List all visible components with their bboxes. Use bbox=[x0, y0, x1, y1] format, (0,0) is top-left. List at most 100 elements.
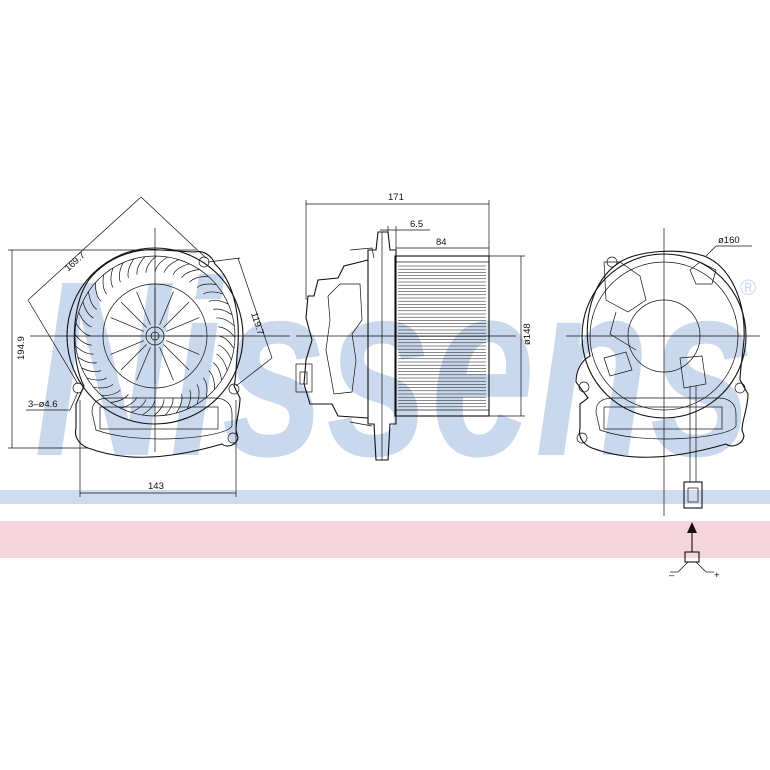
rear-motor-detail bbox=[603, 311, 637, 377]
rear-mount-bracket-right bbox=[689, 261, 717, 285]
front-blade bbox=[127, 258, 135, 278]
front-spoke bbox=[110, 340, 145, 355]
front-blade bbox=[208, 299, 229, 305]
dim-label-160: ø160 bbox=[718, 235, 740, 246]
front-blade bbox=[118, 262, 124, 283]
front-mount-hole-bottom bbox=[227, 432, 239, 444]
front-blade bbox=[81, 367, 102, 373]
front-spoke bbox=[136, 291, 151, 326]
front-blade bbox=[175, 394, 183, 414]
side-flange bbox=[367, 231, 397, 461]
dim-ext-119-7-a bbox=[207, 257, 241, 263]
dim-label-6-5: 6.5 bbox=[410, 219, 423, 230]
watermark-pink-band bbox=[0, 521, 770, 558]
side-motor-detail bbox=[325, 283, 363, 395]
front-blade bbox=[212, 362, 222, 381]
connector-pin-right bbox=[695, 561, 707, 573]
dim-leader-160 bbox=[705, 245, 717, 257]
rear-connector-block bbox=[679, 355, 707, 389]
front-blades bbox=[74, 255, 236, 417]
dim-label-holes: 3–ø4.6 bbox=[28, 399, 58, 410]
front-blade bbox=[213, 308, 233, 316]
front-spoke bbox=[136, 346, 151, 381]
front-blade bbox=[216, 353, 228, 371]
connector-plus-label: + bbox=[714, 570, 720, 581]
leader-holes-tip bbox=[69, 391, 79, 411]
rear-mount-hole-left bbox=[578, 381, 590, 393]
front-spoke bbox=[163, 344, 190, 371]
connector-arrow-head bbox=[687, 522, 697, 533]
side-connector bbox=[295, 363, 313, 393]
front-blade bbox=[75, 345, 94, 355]
front-spoke bbox=[165, 317, 200, 332]
front-blade bbox=[95, 282, 102, 302]
dim-line-119-7 bbox=[237, 257, 273, 359]
front-spoke bbox=[159, 291, 174, 326]
front-blade bbox=[196, 384, 200, 405]
front-blade bbox=[208, 370, 215, 390]
front-label-plate bbox=[99, 406, 219, 430]
front-blade bbox=[77, 356, 97, 364]
front-blade bbox=[136, 256, 146, 275]
front-blade bbox=[186, 389, 192, 410]
front-mount-hole-left bbox=[72, 382, 84, 394]
connector-body bbox=[684, 551, 700, 563]
front-blade bbox=[120, 397, 138, 409]
front-blade bbox=[88, 291, 98, 310]
front-blade bbox=[203, 377, 208, 398]
front-blade bbox=[189, 276, 209, 283]
front-blade bbox=[86, 377, 107, 381]
front-blade bbox=[110, 267, 114, 288]
front-blade bbox=[163, 259, 180, 273]
front-blade bbox=[93, 384, 114, 389]
dim-label-171: 171 bbox=[388, 192, 404, 203]
front-blade bbox=[82, 301, 94, 319]
connector-pin-left bbox=[677, 561, 689, 573]
front-blade bbox=[203, 291, 224, 295]
front-blade bbox=[78, 311, 92, 328]
connector-minus-label: – bbox=[669, 570, 675, 581]
front-view: 169.7 119.7 194.9 3–ø4.6 143 bbox=[8, 196, 290, 497]
side-view: 171 6.5 84 ø148 bbox=[295, 192, 533, 461]
side-wheel-rim-top bbox=[394, 255, 490, 263]
rear-flange-inner bbox=[595, 397, 737, 440]
rear-plug bbox=[683, 481, 703, 509]
front-blade bbox=[102, 274, 107, 295]
side-fins bbox=[398, 265, 486, 408]
dim-label-194-9: 194.9 bbox=[16, 336, 27, 360]
front-mount-hole-right bbox=[228, 383, 240, 395]
front-flange-inner bbox=[91, 397, 233, 440]
rear-mount-bracket-top bbox=[603, 261, 647, 313]
side-wheel-rim-bottom bbox=[394, 409, 490, 417]
front-spoke bbox=[120, 344, 147, 371]
watermark-blue-band bbox=[0, 490, 770, 504]
front-blade bbox=[130, 399, 147, 413]
side-flange-lip bbox=[349, 247, 375, 427]
front-blade bbox=[164, 397, 174, 416]
front-spoke bbox=[163, 301, 190, 328]
watermark-registered-mark: ® bbox=[740, 275, 756, 300]
connector-symbol: – + bbox=[669, 522, 720, 581]
front-spoke bbox=[165, 340, 200, 355]
dim-ext-169-7-b bbox=[27, 299, 79, 385]
rear-label-plate bbox=[603, 406, 723, 430]
front-spoke bbox=[110, 317, 145, 332]
front-blade bbox=[196, 283, 217, 288]
rear-mount-hole-top bbox=[606, 256, 618, 268]
dim-line-169-7 bbox=[27, 196, 142, 301]
side-connector-pin bbox=[299, 371, 308, 385]
dim-label-84: 84 bbox=[436, 237, 447, 248]
rear-mount-hole-bottom bbox=[576, 432, 588, 444]
dim-label-143: 143 bbox=[148, 481, 164, 492]
front-spoke bbox=[120, 301, 147, 328]
watermark: Nissens ® bbox=[0, 229, 770, 558]
front-blade bbox=[101, 389, 121, 396]
rear-view: ø160 bbox=[566, 228, 760, 516]
front-blade bbox=[110, 393, 129, 403]
rear-plug-inner bbox=[687, 487, 699, 503]
side-motor-housing bbox=[303, 259, 369, 419]
front-spoke bbox=[159, 346, 174, 381]
front-blade bbox=[181, 269, 200, 279]
front-blade bbox=[216, 317, 235, 327]
